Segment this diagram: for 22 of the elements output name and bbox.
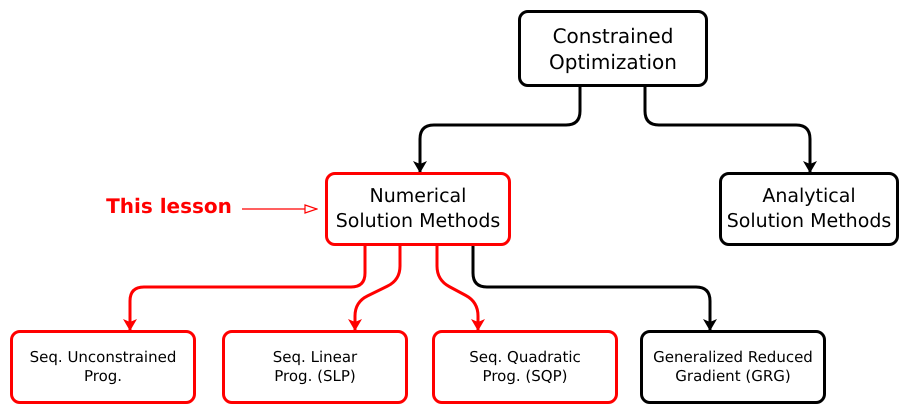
method-box [10,330,196,404]
method-box [640,330,826,404]
box-label: Seq. Quadratic Prog. (SQP) [468,348,582,386]
arrow [472,246,717,331]
box-label: Seq. Linear Prog. (SLP) [272,348,358,386]
arrow [644,87,817,173]
callout-text: This lesson [104,192,234,220]
arrow [436,246,485,331]
method-box [518,10,708,87]
box-label: Numerical Solution Methods [334,184,502,234]
arrow [348,246,402,331]
box-label: Generalized Reduced Gradient (GRG) [652,348,814,386]
method-box [719,172,899,246]
method-box [432,330,618,404]
arrow [242,204,318,214]
method-box [222,330,408,404]
method-box [325,172,511,246]
box-label: Constrained Optimization [548,22,678,74]
arrow [123,246,366,331]
arrow [413,87,582,173]
box-label: Seq. Unconstrained Prog. [28,348,178,386]
box-label: Analytical Solution Methods [726,184,892,234]
